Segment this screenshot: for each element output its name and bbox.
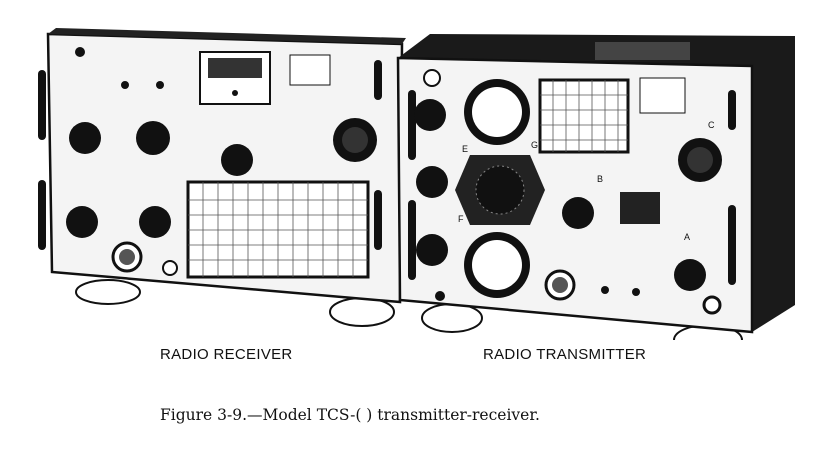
receiver-label: RADIO RECEIVER [160, 346, 293, 363]
panel-letter-b: B [597, 174, 603, 184]
tcs-radio-illustration: A B C E F G [38, 28, 795, 340]
figure-caption: Figure 3-9.—Model TCS-( ) transmitter-re… [160, 406, 540, 424]
transmitter-label: RADIO TRANSMITTER [483, 346, 647, 363]
panel-letter-f: F [458, 214, 464, 224]
panel-letter-a: A [684, 232, 690, 242]
receiver-foot [75, 279, 141, 305]
panel-letter-e: E [462, 144, 468, 154]
panel-letter-c: C [708, 120, 715, 130]
receiver-foot [329, 297, 395, 327]
panel-letter-g: G [531, 140, 538, 150]
transmitter-foot [421, 303, 483, 333]
radio-receiver [38, 28, 406, 304]
radio-transmitter: A B C E F G [396, 34, 795, 334]
